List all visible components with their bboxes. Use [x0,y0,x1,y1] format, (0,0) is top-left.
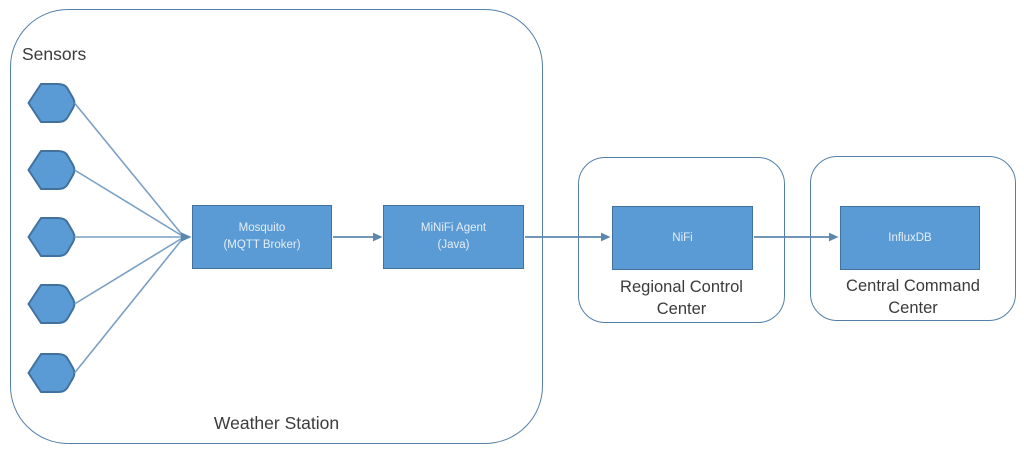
sensors-heading: Sensors [22,44,87,64]
weather-station-caption: Weather Station [213,413,340,433]
influxdb-node: InfluxDB [840,206,980,270]
node-label-line: (Java) [437,239,470,251]
caption-line: Regional Control [620,278,743,296]
regional-control-center-container [578,157,785,323]
node-label-line: InfluxDB [888,231,932,244]
node-label-line: (MQTT Broker) [223,239,301,251]
mosquito-node: Mosquito (MQTT Broker) [192,205,332,269]
node-label-line: Mosquito [238,222,286,235]
nifi-node: NiFi [612,206,753,270]
caption-line: Center [888,298,938,317]
minifi-agent-node: MiNiFi Agent (Java) [383,205,524,269]
central-command-center-container [810,156,1016,321]
node-label-line: MiNiFi Agent [420,222,487,235]
caption-line: Central Command [846,277,980,295]
regional-control-center-caption: Regional Control Center [578,277,785,320]
node-label-line: NiFi [672,231,693,244]
caption-line: Center [656,299,707,318]
central-command-center-caption: Central Command Center [810,276,1016,319]
weather-station-container [10,9,543,444]
